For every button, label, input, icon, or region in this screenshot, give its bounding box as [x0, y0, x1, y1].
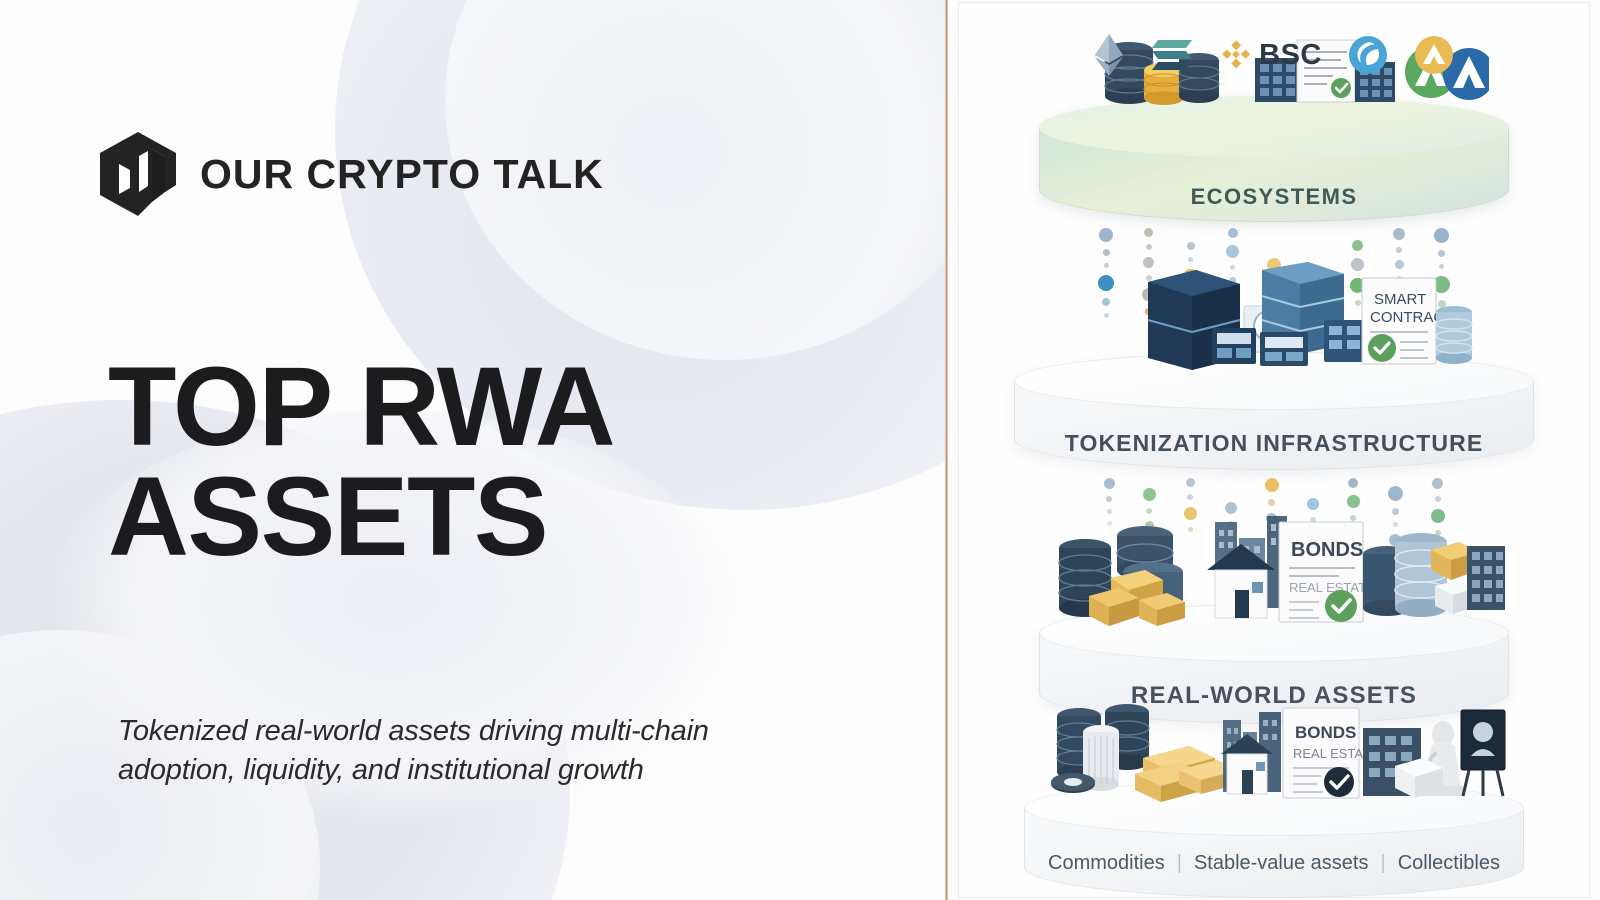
oct-hexagon-logo-icon	[100, 132, 176, 216]
chain-logo-row: BSC	[948, 30, 1600, 80]
layer-tokenization-infrastructure: SMART CONTRACT	[948, 262, 1600, 474]
gold-crate-icon-3	[1139, 593, 1185, 626]
smart-contract-line-2: CONTRACT	[1370, 309, 1453, 326]
page-title: TOP RWA ASSETS	[108, 344, 616, 579]
white-box-icon	[1395, 758, 1443, 798]
layer-real-world-assets: BONDS REAL ESTATE	[948, 516, 1600, 728]
token-stack-icon-right-2	[1394, 533, 1448, 617]
ethereum-icon	[1095, 34, 1124, 76]
connector-dot-column	[1430, 478, 1445, 546]
solana-icon	[1152, 40, 1193, 70]
office-building-icon	[1467, 546, 1505, 610]
brand-logo[interactable]: OUR CRYPTO TALK	[96, 130, 604, 218]
category-separator-1: |	[1176, 852, 1182, 874]
connector-dot-column	[1098, 228, 1114, 318]
right-panel-illustration: BSC	[948, 0, 1600, 900]
bonds-base-title: BONDS	[1295, 723, 1356, 742]
tokenization-objects: SMART CONTRACT	[1147, 262, 1473, 370]
rwa-label: REAL-WORLD ASSETS	[1130, 682, 1418, 709]
bonds-base-sub: REAL ESTATE	[1293, 746, 1379, 761]
asset-categories-label: Commodities | Stable-value assets | Coll…	[1039, 852, 1509, 875]
gold-crate-icon-2	[1089, 588, 1139, 626]
connector-dot-column	[1226, 228, 1239, 318]
blue-network-badge-icon	[1443, 48, 1489, 100]
bonds-document-title: BONDS	[1291, 539, 1363, 561]
house-icon-base	[1221, 734, 1273, 795]
category-label-stable-value: Stable-value assets	[1193, 852, 1369, 874]
chain-logo-ethereum	[1094, 33, 1124, 77]
category-label-commodities: Commodities	[1048, 852, 1165, 874]
verified-document-icon	[1296, 39, 1356, 103]
layer-ecosystems: ECOSYSTEMS	[948, 39, 1600, 226]
exchange-building-icon	[1255, 58, 1299, 102]
chain-logo-gold-triangle	[1414, 35, 1454, 75]
layer-asset-categories: BONDS REAL ESTATE	[948, 704, 1600, 900]
left-panel: OUR CRYPTO TALK TOP RWA ASSETS Tokenized…	[0, 0, 945, 900]
bnb-diamond-icon	[1222, 40, 1251, 69]
house-icon	[1207, 544, 1275, 619]
category-label-collectibles: Collectibles	[1397, 852, 1500, 874]
bsc-label: BSC	[1259, 38, 1322, 71]
token-stack-icon-3	[1435, 306, 1473, 364]
smart-contract-document-icon: SMART CONTRACT	[1361, 277, 1453, 365]
asset-categories-objects: BONDS REAL ESTATE	[1051, 704, 1506, 802]
connector-dot-column	[1350, 228, 1365, 318]
connector-dots-band-2	[948, 478, 1600, 546]
bonds-document-icon: BONDS REAL ESTATE	[1278, 521, 1375, 623]
connector-dot-column	[1183, 478, 1197, 546]
connector-dot-column	[1103, 478, 1115, 546]
token-ring-icon	[1051, 773, 1095, 793]
framed-portrait-icon	[1460, 709, 1506, 797]
real-world-assets-objects: BONDS REAL ESTATE	[1058, 516, 1505, 626]
small-rack-icon-2	[1260, 332, 1308, 366]
chain-logo-blue-crescent	[1348, 35, 1388, 75]
chain-logo-solana	[1150, 38, 1194, 72]
category-separator-2: |	[1380, 852, 1386, 874]
headline-line-2: ASSETS	[108, 453, 549, 579]
connector-dot-column	[1142, 478, 1156, 546]
tokenization-label: TOKENIZATION INFRASTRUCTURE	[1064, 430, 1484, 456]
bonds-document-icon-base: BONDS REAL ESTATE	[1282, 707, 1379, 799]
subtitle: Tokenized real-world assets driving mult…	[118, 715, 709, 786]
connector-dot-column	[1433, 228, 1450, 318]
brand-name: OUR CRYPTO TALK	[200, 150, 604, 197]
headline-line-1: TOP RWA	[108, 344, 616, 469]
chain-logo-bsc: BSC	[1220, 39, 1322, 72]
bonds-document-sub: REAL ESTATE	[1289, 580, 1375, 595]
panel-divider	[945, 0, 948, 900]
blue-crescent-icon	[1348, 36, 1387, 74]
ecosystems-label: ECOSYSTEMS	[1190, 184, 1358, 209]
ecosystems-disc-top	[1039, 96, 1509, 158]
small-rack-icon-1	[1212, 328, 1256, 364]
smart-contract-line-1: SMART	[1374, 291, 1426, 308]
small-rack-icon-3	[1324, 320, 1366, 362]
gold-triangle-icon	[1414, 36, 1453, 74]
